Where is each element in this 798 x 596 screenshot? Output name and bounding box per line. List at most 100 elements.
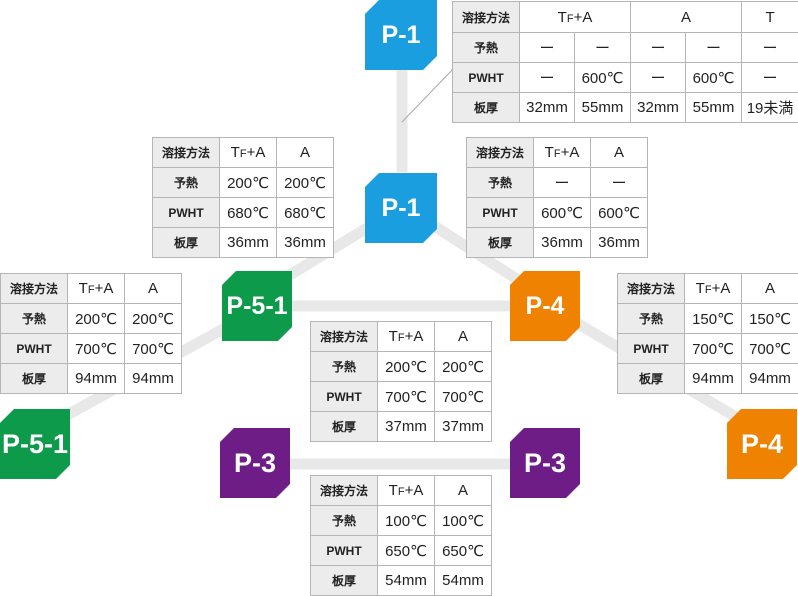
row-label-preheat: 予熱 bbox=[618, 304, 685, 334]
cell-preheat: 100℃ bbox=[435, 506, 492, 536]
table-p1-p4: 溶接方法 TF+A A 予熱 ー ー PWHT 600℃ 600℃ 板厚 36m… bbox=[466, 137, 648, 258]
cell-thickness: 94mm bbox=[685, 364, 742, 394]
cell-thickness: 94mm bbox=[125, 364, 182, 394]
badge-p1-top: P-1 bbox=[365, 0, 437, 70]
cell-preheat: 200℃ bbox=[125, 304, 182, 334]
row-label-pwht: PWHT bbox=[311, 382, 378, 412]
cell-thickness: 55mm bbox=[575, 93, 631, 123]
badge-p4-center: P-4 bbox=[510, 271, 580, 341]
callout-line bbox=[402, 66, 456, 122]
cell-preheat: 150℃ bbox=[685, 304, 742, 334]
header-a: A bbox=[591, 138, 648, 168]
badge-p51-left: P-5-1 bbox=[0, 409, 70, 479]
row-label-method: 溶接方法 bbox=[311, 322, 378, 352]
cell-pwht: 600℃ bbox=[591, 198, 648, 228]
row-label-pwht: PWHT bbox=[153, 198, 220, 228]
cell-preheat: ー bbox=[520, 33, 575, 63]
cell-pwht: 680℃ bbox=[220, 198, 277, 228]
badge-p3-right: P-3 bbox=[510, 428, 580, 498]
table-p51-p51: 溶接方法 TF+A A 予熱 200℃ 200℃ PWHT 700℃ 700℃ … bbox=[0, 273, 182, 394]
row-label-thickness: 板厚 bbox=[311, 412, 378, 442]
header-a: A bbox=[125, 274, 182, 304]
cell-thickness: 55mm bbox=[686, 93, 742, 123]
cell-pwht: 650℃ bbox=[378, 536, 435, 566]
cell-pwht: 650℃ bbox=[435, 536, 492, 566]
cell-preheat: 200℃ bbox=[220, 168, 277, 198]
cell-thickness: 32mm bbox=[631, 93, 686, 123]
cell-thickness: 36mm bbox=[277, 228, 334, 258]
cell-preheat: 200℃ bbox=[378, 352, 435, 382]
header-a: A bbox=[435, 476, 492, 506]
cell-preheat: 100℃ bbox=[378, 506, 435, 536]
row-label-pwht: PWHT bbox=[467, 198, 534, 228]
row-label-preheat: 予熱 bbox=[1, 304, 68, 334]
badge-p51-center: P-5-1 bbox=[222, 271, 292, 341]
cell-preheat: ー bbox=[575, 33, 631, 63]
badge-p3-left: P-3 bbox=[220, 428, 290, 498]
cell-pwht: 600℃ bbox=[686, 63, 742, 93]
row-label-thickness: 板厚 bbox=[618, 364, 685, 394]
cell-pwht: 700℃ bbox=[378, 382, 435, 412]
table-p3-p3: 溶接方法 TF+A A 予熱 100℃ 100℃ PWHT 650℃ 650℃ … bbox=[310, 475, 492, 596]
row-label-pwht: PWHT bbox=[1, 334, 68, 364]
cell-thickness: 37mm bbox=[435, 412, 492, 442]
row-label-thickness: 板厚 bbox=[1, 364, 68, 394]
cell-thickness: 36mm bbox=[591, 228, 648, 258]
row-label-pwht: PWHT bbox=[311, 536, 378, 566]
cell-pwht: 680℃ bbox=[277, 198, 334, 228]
cell-thickness: 54mm bbox=[378, 566, 435, 596]
row-label-method: 溶接方法 bbox=[618, 274, 685, 304]
row-label-thickness: 板厚 bbox=[153, 228, 220, 258]
cell-thickness: 37mm bbox=[378, 412, 435, 442]
row-label-thickness: 板厚 bbox=[467, 228, 534, 258]
table-p4-p4: 溶接方法 TF+A A 予熱 150℃ 150℃ PWHT 700℃ 700℃ … bbox=[617, 273, 798, 394]
cell-pwht: 700℃ bbox=[68, 334, 125, 364]
header-a: A bbox=[742, 274, 798, 304]
cell-thickness: 32mm bbox=[520, 93, 575, 123]
cell-thickness: 94mm bbox=[68, 364, 125, 394]
row-label-pwht: PWHT bbox=[453, 63, 520, 93]
header-tf-a: TF+A bbox=[520, 2, 631, 33]
table-p1-p1: 溶接方法 TF+A A T 予熱 ー ー ー ー ー PWHT ー 600℃ ー… bbox=[452, 1, 798, 123]
cell-pwht: ー bbox=[631, 63, 686, 93]
cell-pwht: ー bbox=[520, 63, 575, 93]
header-t: T bbox=[742, 2, 798, 33]
cell-preheat: 200℃ bbox=[277, 168, 334, 198]
row-label-preheat: 予熱 bbox=[467, 168, 534, 198]
cell-pwht: ー bbox=[742, 63, 798, 93]
table-p1-p51: 溶接方法 TF+A A 予熱 200℃ 200℃ PWHT 680℃ 680℃ … bbox=[152, 137, 334, 258]
row-label-method: 溶接方法 bbox=[311, 476, 378, 506]
header-a: A bbox=[277, 138, 334, 168]
header-tf-a: TF+A bbox=[534, 138, 591, 168]
cell-thickness: 36mm bbox=[220, 228, 277, 258]
cell-thickness: 19未満 bbox=[742, 93, 798, 123]
row-label-method: 溶接方法 bbox=[453, 2, 520, 33]
cell-thickness: 94mm bbox=[742, 364, 798, 394]
cell-preheat: ー bbox=[686, 33, 742, 63]
cell-preheat: ー bbox=[591, 168, 648, 198]
cell-preheat: 200℃ bbox=[68, 304, 125, 334]
row-label-method: 溶接方法 bbox=[467, 138, 534, 168]
cell-preheat: 150℃ bbox=[742, 304, 798, 334]
cell-preheat: ー bbox=[534, 168, 591, 198]
cell-preheat: 200℃ bbox=[435, 352, 492, 382]
cell-pwht: 700℃ bbox=[125, 334, 182, 364]
cell-pwht: 700℃ bbox=[685, 334, 742, 364]
row-label-preheat: 予熱 bbox=[311, 352, 378, 382]
cell-pwht: 700℃ bbox=[435, 382, 492, 412]
row-label-method: 溶接方法 bbox=[1, 274, 68, 304]
header-tf-a: TF+A bbox=[378, 322, 435, 352]
header-tf-a: TF+A bbox=[378, 476, 435, 506]
cell-pwht: 600℃ bbox=[534, 198, 591, 228]
row-label-preheat: 予熱 bbox=[153, 168, 220, 198]
row-label-thickness: 板厚 bbox=[453, 93, 520, 123]
row-label-preheat: 予熱 bbox=[453, 33, 520, 63]
header-tf-a: TF+A bbox=[685, 274, 742, 304]
cell-pwht: 700℃ bbox=[742, 334, 798, 364]
cell-pwht: 600℃ bbox=[575, 63, 631, 93]
row-label-method: 溶接方法 bbox=[153, 138, 220, 168]
header-tf-a: TF+A bbox=[220, 138, 277, 168]
header-a: A bbox=[435, 322, 492, 352]
row-label-preheat: 予熱 bbox=[311, 506, 378, 536]
row-label-thickness: 板厚 bbox=[311, 566, 378, 596]
